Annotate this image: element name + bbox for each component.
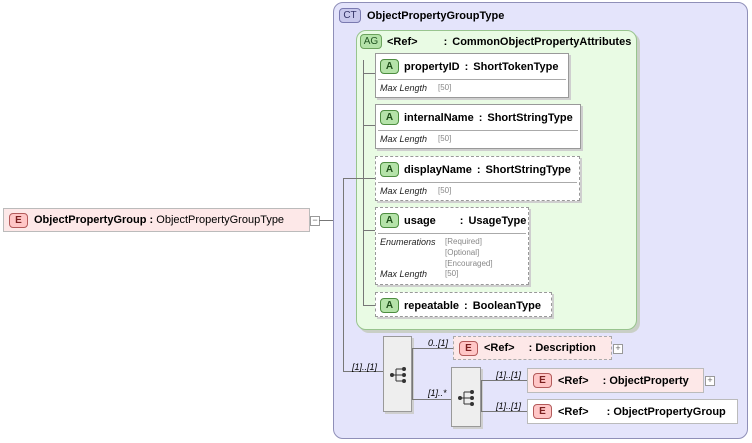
attribute-connector [363, 230, 375, 231]
sequence-cardinality: [1]..[1] [352, 362, 378, 372]
choice-compositor[interactable] [451, 367, 481, 427]
attribute-name: displayName [404, 163, 472, 176]
attribute-type: ShortStringType [485, 163, 571, 176]
choice-branch [481, 380, 527, 381]
facet-label: Max Length [380, 134, 428, 144]
attribute-usage[interactable]: A usage : UsageType Enumerations [Requir… [375, 207, 529, 285]
complex-type-badge: CT [339, 8, 361, 23]
attribute-connector [363, 178, 375, 179]
element-label: <Ref>: Description [484, 342, 596, 354]
attribute-type: UsageType [468, 214, 527, 227]
attribute-connector [363, 73, 375, 74]
object-property-group-cardinality: [1]..[1] [496, 401, 522, 411]
element-badge: E [459, 340, 478, 356]
divider [378, 130, 578, 131]
attribute-propertyID[interactable]: A propertyID : ShortTokenType Max Length… [375, 53, 569, 98]
sequence-connector [343, 371, 383, 372]
facet-value: [50] [445, 269, 459, 278]
divider [378, 182, 577, 183]
attribute-group-badge: AG [360, 34, 382, 49]
attribute-group-name: CommonObjectPropertyAttributes [452, 35, 632, 48]
expand-toggle[interactable]: + [705, 376, 715, 386]
attribute-type: ShortStringType [487, 111, 573, 124]
separator: : [476, 163, 481, 176]
element-label: <Ref>: ObjectProperty [558, 374, 689, 387]
facet-value: [50] [438, 83, 452, 92]
sequence-compositor[interactable] [383, 336, 412, 412]
description-element[interactable]: E <Ref>: Description [453, 336, 612, 360]
attribute-connector [363, 305, 375, 306]
choice-branch [481, 411, 527, 412]
attribute-name: repeatable [404, 299, 460, 312]
attribute-name: internalName [404, 111, 474, 124]
attribute-repeatable[interactable]: A repeatable : BooleanType [375, 292, 552, 317]
separator: : [464, 299, 468, 312]
attribute-internalName[interactable]: A internalName : ShortStringType Max Len… [375, 104, 581, 149]
attribute-group-ref: <Ref> [387, 35, 418, 48]
attribute-name: propertyID [404, 60, 460, 73]
attribute-connector [343, 178, 344, 371]
attribute-displayName[interactable]: A displayName : ShortStringType Max Leng… [375, 156, 580, 201]
attribute-badge: A [380, 298, 399, 313]
enum-value: [Encouraged] [445, 259, 493, 268]
enum-value: [Optional] [445, 248, 480, 257]
facet-value: [50] [438, 134, 452, 143]
element-badge: E [9, 212, 28, 228]
attribute-header: A usage : UsageType [380, 213, 526, 228]
choice-branch [481, 380, 482, 411]
attribute-header: A propertyID : ShortTokenType [380, 59, 558, 74]
attribute-connector [363, 125, 375, 126]
attribute-header: A displayName : ShortStringType [380, 162, 571, 177]
attribute-type: BooleanType [472, 299, 541, 312]
object-property-group-element[interactable]: E <Ref>: ObjectPropertyGroup [527, 399, 738, 424]
facet-value: [50] [438, 186, 452, 195]
complex-type-name: ObjectPropertyGroupType [367, 9, 505, 22]
description-cardinality: 0..[1] [428, 338, 449, 348]
facet-label: Max Length [380, 83, 428, 93]
attribute-type: ShortTokenType [473, 60, 559, 73]
divider [378, 233, 526, 234]
attribute-connector [363, 60, 364, 305]
attribute-group-header: AG <Ref> : CommonObjectPropertyAttribute… [360, 34, 631, 49]
sequence-branch [412, 399, 451, 400]
divider [378, 79, 566, 80]
enumerations-label: Enumerations [380, 237, 436, 247]
element-badge: E [533, 404, 552, 419]
element-badge: E [533, 373, 552, 388]
object-property-element[interactable]: E <Ref>: ObjectProperty [527, 368, 704, 393]
attribute-badge: A [380, 59, 399, 74]
attribute-badge: A [380, 162, 399, 177]
collapse-toggle[interactable]: − [310, 216, 320, 226]
separator: : [464, 60, 469, 73]
facet-label: Max Length [380, 269, 428, 279]
element-label: <Ref>: ObjectPropertyGroup [558, 405, 726, 418]
separator: : [443, 35, 448, 48]
sequence-branch [412, 348, 453, 349]
attribute-header: A repeatable : BooleanType [380, 298, 541, 313]
facet-label: Max Length [380, 186, 428, 196]
sequence-icon [390, 367, 406, 383]
attribute-badge: A [380, 110, 399, 125]
complex-type-header: CT ObjectPropertyGroupType [339, 8, 504, 23]
attribute-badge: A [380, 213, 399, 228]
sequence-branch [412, 348, 413, 399]
root-element-name: ObjectPropertyGroup : ObjectPropertyGrou… [34, 214, 285, 226]
attribute-connector [343, 178, 363, 179]
root-element-box[interactable]: E ObjectPropertyGroup : ObjectPropertyGr… [3, 208, 310, 232]
attribute-header: A internalName : ShortStringType [380, 110, 573, 125]
separator: : [459, 214, 464, 227]
separator: : [478, 111, 483, 124]
object-property-cardinality: [1]..[1] [496, 370, 522, 380]
expand-toggle[interactable]: + [613, 344, 623, 354]
choice-cardinality: [1]..* [428, 388, 447, 398]
choice-icon [458, 390, 474, 406]
attribute-name: usage [404, 214, 436, 227]
enum-value: [Required] [445, 237, 482, 246]
connector [319, 220, 343, 221]
